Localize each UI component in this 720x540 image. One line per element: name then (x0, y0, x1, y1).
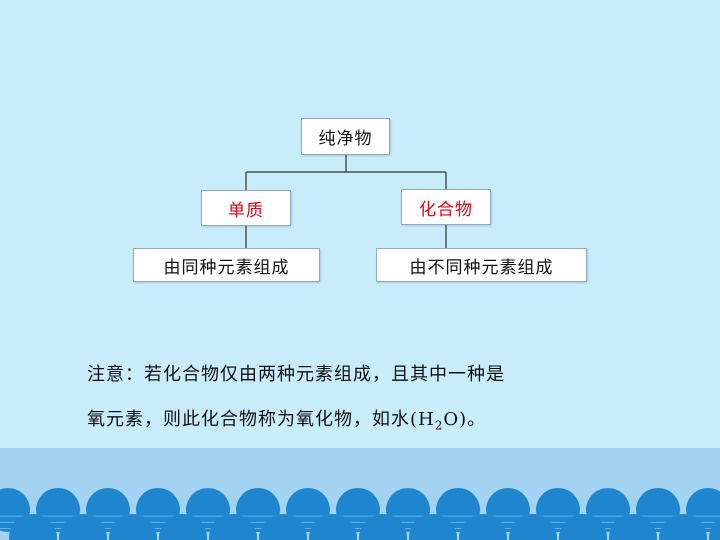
note-line-1: 注意：若化合物仅由两种元素组成，且其中一种是 (87, 364, 505, 385)
bubble (459, 514, 507, 540)
bubble (609, 514, 657, 540)
bubble (659, 514, 707, 540)
note-line-2: 氧元素，则此化合物称为氧化物，如水(H2O)。 (87, 397, 647, 449)
bubble (159, 514, 207, 540)
bubble (359, 514, 407, 540)
water-subscript: 2 (434, 418, 444, 433)
note-line-2-end: O)。 (443, 409, 487, 430)
note-text: 注意：若化合物仅由两种元素组成，且其中一种是 氧元素，则此化合物称为氧化物，如水… (87, 352, 647, 449)
connector-lines (245, 155, 447, 248)
bubble (559, 514, 607, 540)
bubble (709, 517, 720, 540)
bubble (109, 514, 157, 540)
note-line-2-start: 氧元素，则此化合物称为氧化物，如水(H (87, 409, 435, 430)
node-element-substance: 单质 (201, 190, 291, 226)
bubble (209, 514, 257, 540)
bubble (509, 514, 557, 540)
node-compound: 化合物 (401, 189, 491, 225)
bubble (309, 514, 357, 540)
node-same-element-desc: 由同种元素组成 (133, 248, 320, 282)
bubble (409, 514, 457, 540)
node-pure-substance: 纯净物 (301, 118, 390, 155)
node-different-element-desc: 由不同种元素组成 (376, 248, 587, 282)
bubble (259, 514, 307, 540)
bubble (9, 514, 57, 540)
bubble (59, 514, 107, 540)
bubble-border (0, 488, 720, 540)
